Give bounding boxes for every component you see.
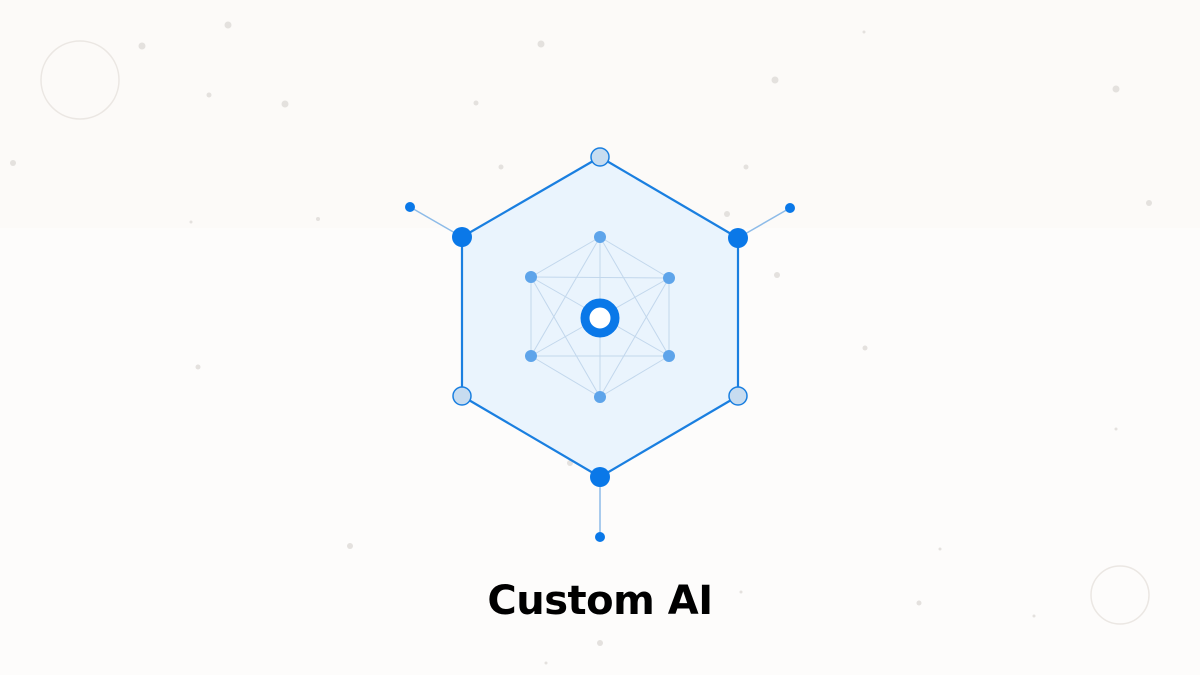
dust-dot [739,590,743,594]
inner-node [525,271,537,283]
dust-dot [597,640,603,646]
inner-node [525,350,537,362]
hexagon-light-nodes [452,147,748,406]
dust-dot [774,272,780,278]
dust-dot [724,211,730,217]
vertex-node-top-right [728,228,748,248]
inner-node [594,231,606,243]
decor-ring-top-left [40,40,120,120]
dust-dot [281,100,289,108]
dust-dot [347,543,353,549]
dust-dot [544,661,548,665]
connector-line-right [737,207,791,239]
dust-dot [916,600,922,606]
endpoint-dot-right [785,203,795,213]
vertex-node-top-left [452,227,472,247]
endpoint-dots [405,202,795,542]
inner-network-nodes [525,231,675,403]
dust-dot [189,220,193,224]
dust-dot [537,40,545,48]
dust-dot [195,364,201,370]
dust-dot [1032,614,1036,618]
endpoint-dot-bottom [595,532,605,542]
dust-dot [224,21,232,29]
vertex-node-bottom [590,467,610,487]
dust-dot [138,42,146,50]
dust-dot [862,30,866,34]
dust-dot [743,164,749,170]
dust-dot [1112,85,1120,93]
dust-dot [1114,427,1118,431]
inner-node [663,272,675,284]
dust-dot [771,76,779,84]
page-title: Custom AI [487,578,713,624]
vertex-node-bottom-right [728,386,748,406]
dust-dot [473,100,479,106]
inner-node [663,350,675,362]
vertex-node-bottom-left [452,386,472,406]
dust-dot [316,217,320,221]
dust-dot [498,164,504,170]
dust-dot [862,345,868,351]
hexagon-solid-nodes [452,227,748,487]
center-hub-icon [580,298,620,338]
dust-dot [206,92,212,98]
endpoint-dot-left [405,202,415,212]
dust-dot [10,160,16,166]
connector-line-left [409,206,463,238]
vertex-node-top [590,147,610,167]
decor-ring-bottom-right [1090,565,1150,625]
background-dots [10,21,1152,665]
inner-node [594,391,606,403]
dust-dot [1146,200,1152,206]
dust-dot [938,547,942,551]
